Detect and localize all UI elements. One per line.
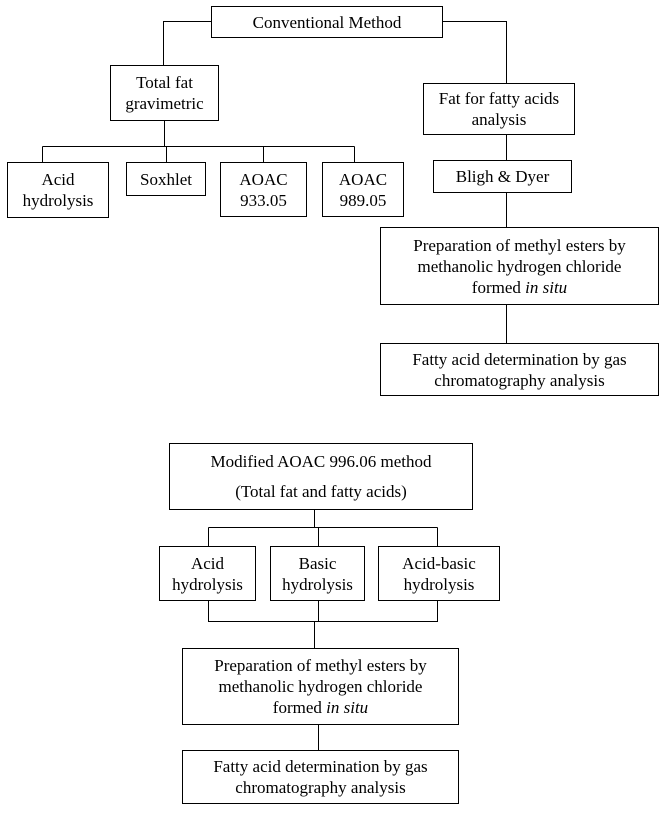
methyl-top-line-1: Preparation of methyl esters by — [413, 235, 626, 255]
bottom-acid-line-1: Acid — [190, 553, 225, 573]
in-situ-italic: in situ — [525, 277, 568, 297]
methyl-top-line-2: methanolic hydrogen chloride — [417, 256, 622, 276]
soxhlet-box: Soxhlet — [126, 162, 206, 196]
soxhlet-label: Soxhlet — [140, 169, 192, 189]
aoac-989-box: AOAC 989.05 — [322, 162, 404, 217]
aoac-933-box: AOAC 933.05 — [220, 162, 307, 217]
methyl-esters-box-bottom: Preparation of methyl esters by methanol… — [182, 648, 459, 725]
bottom-acidbasic-line-1: Acid-basic — [402, 553, 476, 573]
methyl-top-line-3: formed in situ — [471, 277, 568, 297]
modified-aoac-line-1: Modified AOAC 996.06 method — [210, 452, 432, 471]
fatty-top-line-2: chromatography analysis — [434, 370, 605, 390]
aoac-933-line-1: AOAC — [239, 169, 288, 189]
connector-root-to-total-fat — [163, 21, 212, 65]
acid-hydrolysis-box: Acid hydrolysis — [7, 162, 109, 218]
connector-root-to-fat-fa — [443, 21, 507, 83]
bottom-basic-hydrolysis-box: Basic hydrolysis — [270, 546, 365, 601]
methyl-bottom-line-1: Preparation of methyl esters by — [214, 656, 427, 675]
in-situ-italic: in situ — [326, 698, 369, 717]
acid-hydrolysis-line-2: hydrolysis — [22, 191, 94, 210]
fat-fa-line-1: Fat for fatty acids — [438, 89, 560, 108]
bligh-dyer-box: Bligh & Dyer — [433, 160, 572, 193]
fat-fa-line-2: analysis — [471, 110, 527, 129]
aoac-989-line-2: 989.05 — [339, 190, 387, 210]
fatty-bottom-line-2: chromatography analysis — [235, 778, 406, 797]
bottom-acid-line-2: hydrolysis — [172, 574, 243, 594]
aoac-933-line-2: 933.05 — [240, 190, 287, 210]
bligh-dyer-label: Bligh & Dyer — [455, 167, 550, 186]
bottom-acidbasic-line-2: hydrolysis — [403, 574, 475, 594]
total-fat-line-1: Total fat — [136, 73, 193, 92]
modified-aoac-line-2: (Total fat and fatty acids) — [235, 482, 407, 501]
total-fat-gravimetric-box: Total fat gravimetric — [110, 65, 219, 121]
methyl-bottom-line-3: formed in situ — [272, 698, 369, 717]
total-fat-line-2: gravimetric — [125, 94, 204, 113]
bottom-basic-line-1: Basic — [298, 553, 337, 573]
fat-for-fatty-acids-box: Fat for fatty acids analysis — [423, 83, 575, 135]
bottom-acid-hydrolysis-box: Acid hydrolysis — [159, 546, 256, 601]
bottom-acid-basic-hydrolysis-box: Acid-basic hydrolysis — [378, 546, 500, 601]
conventional-method-box: Conventional Method — [211, 6, 443, 38]
fatty-acid-determination-box-top: Fatty acid determination by gas chromato… — [380, 343, 659, 396]
aoac-989-line-1: AOAC — [338, 169, 388, 189]
bottom-basic-line-2: hydrolysis — [282, 574, 353, 594]
fatty-bottom-line-1: Fatty acid determination by gas — [213, 757, 428, 776]
fatty-top-line-1: Fatty acid determination by gas — [412, 349, 627, 369]
methyl-esters-box-top: Preparation of methyl esters by methanol… — [380, 227, 659, 305]
acid-hydrolysis-line-1: Acid — [41, 170, 75, 189]
fatty-acid-determination-box-bottom: Fatty acid determination by gas chromato… — [182, 750, 459, 804]
conventional-method-label: Conventional Method — [252, 12, 402, 32]
methyl-bottom-line-2: methanolic hydrogen chloride — [218, 677, 423, 696]
modified-aoac-box: Modified AOAC 996.06 method (Total fat a… — [169, 443, 473, 510]
